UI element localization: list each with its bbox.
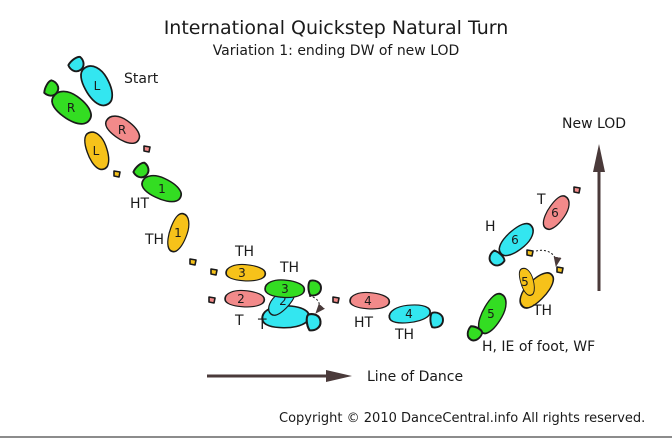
label-t-2: T — [234, 313, 244, 329]
foot-label-s2b: 2 — [237, 292, 245, 306]
turn-arrow-6 — [535, 249, 562, 267]
prep-right-foot: R — [100, 110, 151, 153]
step-1-green: 1 — [131, 160, 186, 207]
label-th-5: TH — [532, 303, 552, 319]
step-6-cyan: 6 — [485, 217, 539, 270]
label-th-3b: TH — [279, 260, 299, 276]
foot-label-s6b: 6 — [551, 206, 559, 220]
label-th-4: TH — [394, 327, 414, 343]
label-th-3: TH — [234, 244, 254, 260]
foot-label-s3b: 3 — [238, 266, 246, 280]
step-2-cyan: 2 — [260, 282, 323, 332]
foot-label-s1: 1 — [158, 182, 166, 196]
foot-label-s4b: 4 — [364, 294, 372, 308]
prep-left-foot: L — [79, 127, 121, 178]
foot-label-s5b: 5 — [521, 275, 529, 289]
label-th-1: TH — [144, 232, 164, 248]
label-ht-4: HT — [354, 315, 374, 331]
foot-label-start-r: R — [67, 101, 75, 115]
toe-mark-6 — [526, 249, 534, 257]
foot-label-s4: 4 — [405, 307, 413, 321]
label-t-6: T — [536, 192, 546, 208]
step-5-green: 5 — [463, 289, 512, 345]
copyright-text: Copyright © 2010 DanceCentral.info All r… — [279, 411, 645, 426]
step-4-cyan: 4 — [386, 300, 444, 329]
step-3-green: 3 — [264, 279, 322, 299]
step-1-yellow: 1 — [163, 210, 197, 266]
step-3-yellow: 3 — [210, 263, 267, 282]
label-new-lod: New LOD — [562, 116, 626, 132]
foot-label-start-l: L — [94, 79, 101, 93]
foot-label-s1b: 1 — [174, 226, 182, 240]
start-right-foot: R — [41, 78, 98, 130]
diagram-subtitle: Variation 1: ending DW of new LOD — [213, 43, 460, 59]
label-start: Start — [124, 71, 159, 87]
turn-arrow-3 — [308, 295, 325, 314]
step-5-yellow: 5 — [514, 265, 559, 314]
foot-label-pre-l: L — [93, 144, 100, 158]
start-left-foot: L — [66, 54, 121, 112]
lod-arrowhead — [326, 370, 352, 382]
foot-label-pre-r: R — [118, 123, 126, 137]
diagram-title: International Quickstep Natural Turn — [164, 17, 509, 39]
label-ht-1: HT — [130, 196, 150, 212]
label-line-of-dance: Line of Dance — [367, 369, 463, 385]
label-t-2b: T — [257, 317, 267, 333]
new-lod-arrowhead — [593, 144, 605, 172]
foot-label-s3: 3 — [281, 282, 289, 296]
step-6-red: 6 — [538, 186, 581, 235]
toe-mark-5 — [556, 266, 564, 274]
step-4-red: 4 — [332, 291, 391, 310]
label-h-5: H, IE of foot, WF — [482, 339, 595, 355]
foot-label-s2: 2 — [279, 294, 287, 308]
foot-label-s5: 5 — [487, 307, 495, 321]
step-2-red: 2 — [208, 289, 266, 308]
label-h-6: H — [485, 219, 496, 235]
foot-label-s6: 6 — [511, 233, 519, 247]
